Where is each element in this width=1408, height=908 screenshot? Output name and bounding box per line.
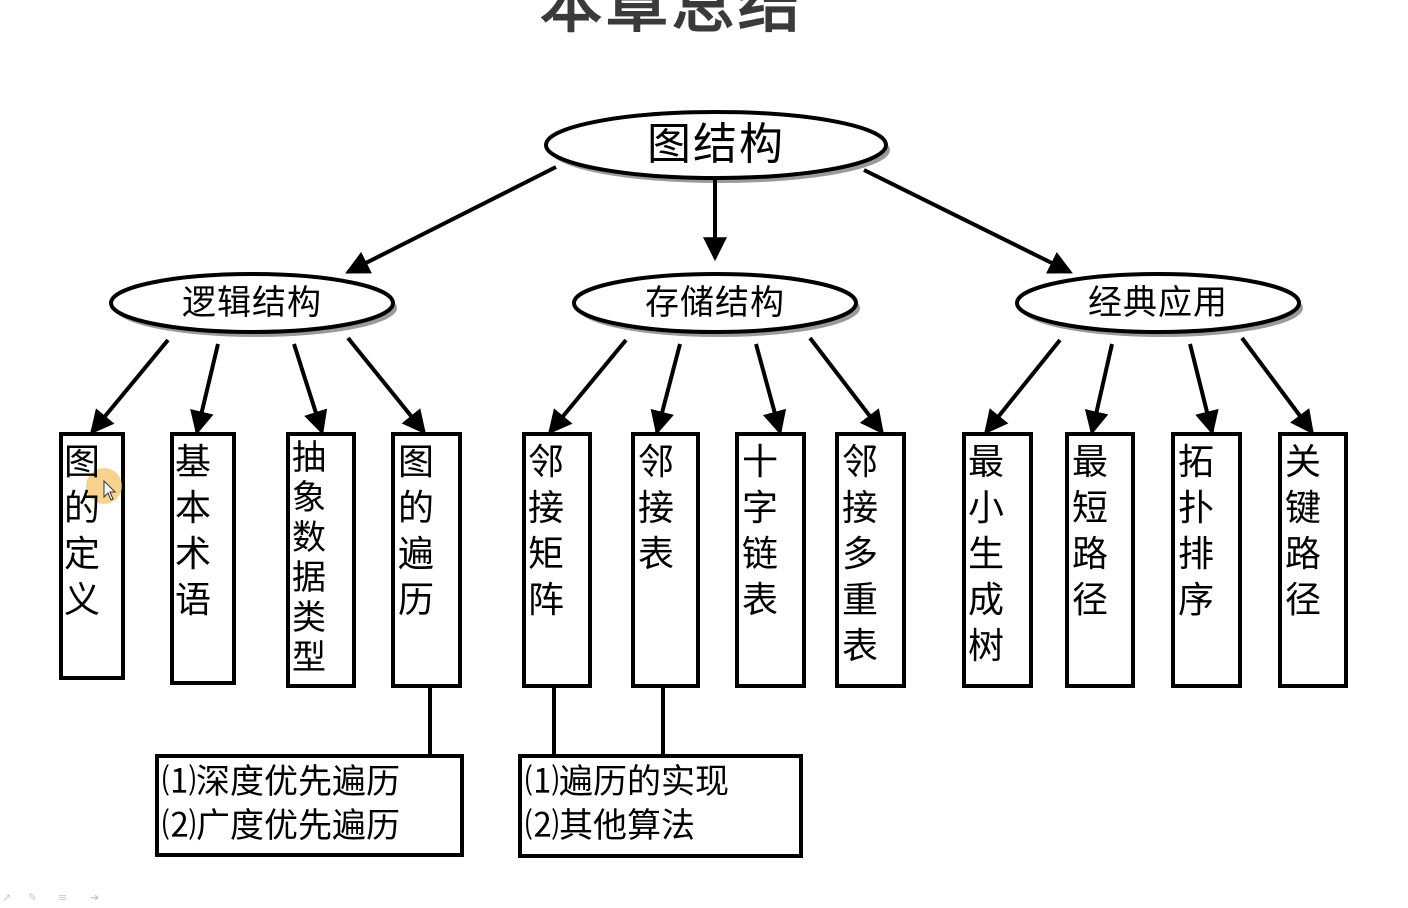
arrow-logical-4 <box>346 336 427 435</box>
branch-ellipse-application <box>1015 272 1301 334</box>
root-ellipse <box>544 110 888 180</box>
leaf-box-basic-terms <box>170 432 236 685</box>
leaf-box-adjacency-matrix <box>522 432 592 688</box>
leaf-label-minimum-spanning-tree: 最小生成树 <box>967 442 1004 667</box>
presentation-controls: ↗ ✎ ≡ ➜ <box>2 892 112 906</box>
leaf-label-adjacency-matrix: 邻接矩阵 <box>527 442 564 621</box>
note-box-storage: ⑴遍历的实现 ⑵其他算法 <box>523 760 729 848</box>
next-slide-icon[interactable]: ➜ <box>90 891 100 904</box>
leaf-box-adjacency-list <box>631 432 700 688</box>
pen-icon[interactable]: ✎ <box>28 891 38 904</box>
leaf-box-orthogonal-list <box>735 432 806 688</box>
note-line-depth-first: ⑴深度优先遍历 <box>162 762 400 802</box>
leaf-box-shortest-path <box>1065 432 1135 688</box>
leaf-label-graph-traversal: 图的遍历 <box>397 442 434 621</box>
arrow-storage-2 <box>650 343 682 436</box>
note-connectors <box>428 686 665 756</box>
leaf-box-critical-path <box>1278 432 1348 688</box>
arrow-application-4 <box>1240 336 1314 435</box>
branch-label-application: 经典应用 <box>1088 283 1228 323</box>
pen-tool-icon[interactable]: ↗ <box>2 891 12 904</box>
leaf-boxes <box>59 432 1348 688</box>
leaf-box-minimum-spanning-tree <box>962 432 1033 688</box>
branch-label-storage: 存储结构 <box>645 283 785 323</box>
note-boxes <box>155 754 803 858</box>
leaf-label-basic-terms: 基本术语 <box>174 442 211 621</box>
leaf-box-topological-sort <box>1171 432 1242 688</box>
note-box-storage-outline <box>518 754 803 858</box>
arrow-storage-4 <box>808 336 884 435</box>
page-title: 本章总结 <box>539 0 804 41</box>
note-line-breadth-first: ⑵广度优先遍历 <box>162 806 400 846</box>
leaf-label-abstract-data-type: 抽象数据类型 <box>292 438 326 678</box>
branch-arrows <box>89 336 1314 436</box>
mouse-pointer-icon <box>86 468 122 504</box>
leaf-box-adjacency-multilist <box>835 432 906 688</box>
arrow-root-to-application <box>863 168 1073 274</box>
leaf-label-shortest-path: 最短路径 <box>1071 442 1108 621</box>
branch-label-logical: 逻辑结构 <box>182 283 322 323</box>
arrow-logical-3 <box>292 343 328 436</box>
leaf-label-adjacency-multilist: 邻接多重表 <box>841 442 878 667</box>
arrow-logical-1 <box>89 338 170 435</box>
leaf-label-topological-sort: 拓扑排序 <box>1177 442 1214 621</box>
leaf-label-graph-definition: 图的定义 <box>63 442 100 621</box>
leaf-box-graph-traversal <box>391 432 462 688</box>
branch-ellipse-logical <box>109 272 395 334</box>
root-label: 图结构 <box>647 119 785 170</box>
leaf-label-orthogonal-list: 十字链表 <box>741 442 778 621</box>
note-box-traversal: ⑴深度优先遍历 ⑵广度优先遍历 <box>160 760 400 848</box>
root-arrows <box>345 165 1073 274</box>
arrow-application-1 <box>983 338 1062 435</box>
leaf-label-critical-path: 关键路径 <box>1284 442 1321 621</box>
arrow-storage-1 <box>547 338 628 435</box>
arrow-root-to-logical <box>345 165 557 274</box>
arrow-application-3 <box>1188 343 1219 436</box>
branch-ellipse-storage <box>572 272 858 334</box>
arrow-logical-2 <box>190 343 220 436</box>
arrow-application-2 <box>1084 343 1114 436</box>
note-line-traversal-implementation: ⑴遍历的实现 <box>525 762 729 802</box>
note-line-other-algorithms: ⑵其他算法 <box>525 806 695 846</box>
menu-icon[interactable]: ≡ <box>58 891 68 904</box>
leaf-box-abstract-data-type <box>286 432 356 688</box>
arrow-storage-3 <box>754 343 787 436</box>
leaf-label-adjacency-list: 邻接表 <box>637 442 674 575</box>
note-box-traversal-outline <box>155 754 464 857</box>
